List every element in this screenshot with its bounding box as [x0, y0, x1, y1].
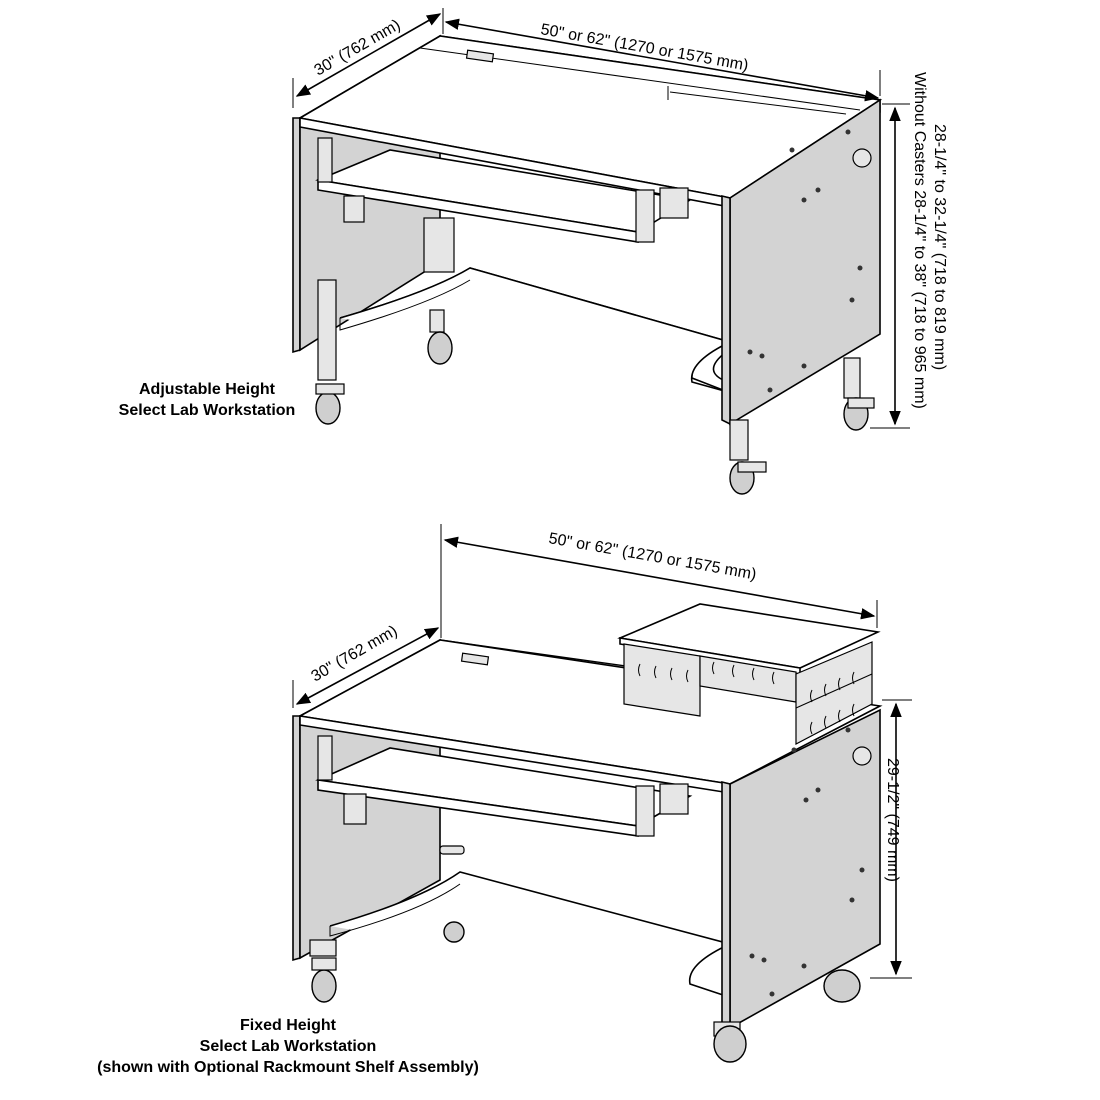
caption-line-3: (shown with Optional Rackmount Shelf Ass… — [97, 1059, 479, 1076]
caption-line-1: Fixed Height — [240, 1017, 337, 1034]
bottom-shelf — [329, 871, 733, 997]
tray-bracket-right — [635, 785, 655, 837]
caster-rear-right — [823, 969, 861, 1003]
caption-line-1: Adjustable Height — [139, 381, 276, 398]
grommet-icon — [460, 652, 490, 666]
height-range-label: 28-1/4" to 32-1/4" (718 to 819 mm) — [931, 124, 948, 370]
rack-rail-left — [623, 643, 701, 717]
tray-bracket-left — [317, 137, 333, 183]
center-support — [423, 217, 455, 273]
tray-bracket-left — [317, 735, 333, 781]
caster-front-left — [309, 939, 337, 1003]
caster-rear-left — [443, 921, 465, 943]
left-side-panel-edge — [292, 117, 301, 354]
left-side-panel-edge — [292, 715, 301, 962]
caption-line-2: Select Lab Workstation — [119, 402, 296, 419]
rack-rail-right — [795, 641, 873, 745]
fixed-height-workstation: 30" (762 mm) 50" or 62" (1270 or 1575 mm… — [97, 524, 912, 1076]
caster-rear-left — [427, 309, 453, 365]
tray-slide-left — [343, 195, 365, 223]
right-side-panel-edge — [721, 780, 731, 1030]
caster-front-right — [713, 1021, 747, 1063]
caption-line-2: Select Lab Workstation — [200, 1038, 377, 1055]
tray-slide-right — [659, 187, 689, 219]
width-dimension-line — [443, 536, 876, 620]
height-label: 29-1/2" (749 mm) — [884, 758, 901, 882]
right-side-panel-edge — [721, 194, 731, 426]
width-label: 50" or 62" (1270 or 1575 mm) — [547, 530, 757, 583]
caster-rear-right — [843, 357, 875, 431]
cable-clip-icon — [439, 845, 465, 855]
tray-slide-right — [659, 783, 689, 815]
tray-slide-left — [343, 793, 367, 825]
cable-port-icon — [852, 746, 872, 766]
cable-port-icon — [852, 148, 872, 168]
depth-dimension-line — [295, 627, 440, 705]
height-without-casters-label: Without Casters 28-1/4" to 38" (718 to 9… — [911, 72, 928, 409]
depth-dimension-line — [295, 13, 442, 97]
caster-front-right — [729, 419, 767, 495]
caster-front-left — [315, 279, 345, 425]
adjustable-height-workstation: 30" (762 mm) 50" or 62" (1270 or 1575 mm… — [119, 8, 948, 495]
rackmount-shelf-assembly — [617, 603, 881, 745]
width-dimension-line — [444, 18, 880, 102]
tray-bracket-right — [635, 189, 655, 243]
